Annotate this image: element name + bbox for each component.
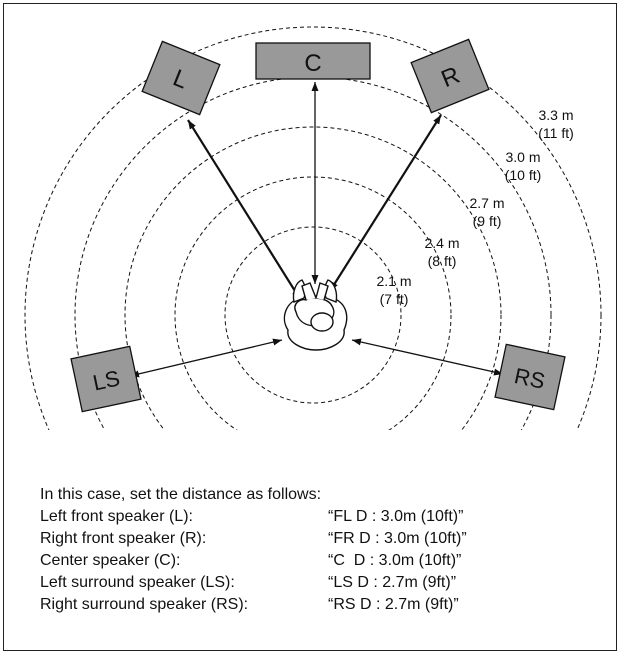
speaker-label-rs: RS xyxy=(512,363,547,394)
arrow-left-surround xyxy=(129,338,283,378)
listener-head xyxy=(310,312,334,332)
ring-2-4m xyxy=(174,176,452,430)
ring-label-ft: (10 ft) xyxy=(505,167,542,183)
ring-labels: 2.1 m (7 ft) 2.4 m (8 ft) 2.7 m (9 ft) 3… xyxy=(376,107,573,307)
ring-label-ft: (7 ft) xyxy=(380,291,409,307)
arrow-right-surround xyxy=(351,338,504,376)
speaker-center: C xyxy=(255,42,371,80)
setting-label: Right front speaker (R): xyxy=(40,530,207,547)
setting-label: Left front speaker (L): xyxy=(40,508,193,525)
setting-value: “LS D : 2.7m (9ft)” xyxy=(328,574,457,591)
ring-label-m: 2.1 m xyxy=(376,273,411,289)
ring-label-m: 2.7 m xyxy=(469,195,504,211)
speaker-label-c: C xyxy=(304,50,321,77)
setting-label: Left surround speaker (LS): xyxy=(40,574,235,591)
setting-value: “FR D : 3.0m (10ft)” xyxy=(328,530,467,547)
ring-label-m: 3.0 m xyxy=(505,149,540,165)
speakers: C L R LS RS xyxy=(70,38,566,413)
speaker-right: R xyxy=(410,38,490,114)
ring-label-ft: (11 ft) xyxy=(538,125,574,141)
speaker-left-surround: LS xyxy=(70,345,142,413)
ring-label-m: 3.3 m xyxy=(538,107,573,123)
setting-value: “C D : 3.0m (10ft)” xyxy=(328,552,462,569)
listener-icon xyxy=(283,279,348,351)
speaker-right-surround: RS xyxy=(494,343,566,411)
setting-value: “FL D : 3.0m (10ft)” xyxy=(328,508,464,525)
speaker-left: L xyxy=(141,40,221,116)
ring-3-3m xyxy=(24,26,602,430)
ring-label-m: 2.4 m xyxy=(424,235,459,251)
speaker-label-ls: LS xyxy=(91,365,123,395)
setting-label: Right surround speaker (RS): xyxy=(40,596,249,613)
arrow-right-front xyxy=(329,114,442,292)
ring-label-ft: (9 ft) xyxy=(473,213,502,229)
listener-hand-right xyxy=(315,282,329,301)
caption-intro: In this case, set the distance as follow… xyxy=(40,486,322,503)
setting-value: “RS D : 2.7m (9ft)” xyxy=(328,596,459,613)
setting-label: Center speaker (C): xyxy=(40,552,181,569)
arrow-left-front xyxy=(187,119,301,300)
distance-arrows xyxy=(129,82,504,378)
ring-label-ft: (8 ft) xyxy=(428,253,457,269)
listener-hand-left xyxy=(301,282,317,301)
